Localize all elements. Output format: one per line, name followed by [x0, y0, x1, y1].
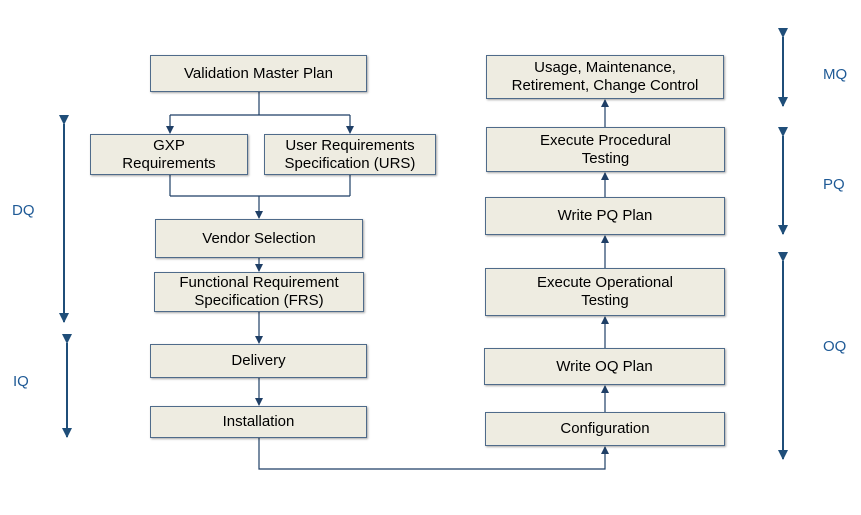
iq-label: IQ [13, 373, 29, 390]
dq-label: DQ [12, 202, 35, 219]
installation-box: Installation [150, 406, 367, 438]
usage-maintenance-box: Usage, Maintenance, Retirement, Change C… [486, 55, 724, 99]
delivery-box: Delivery [150, 344, 367, 378]
pq-label: PQ [823, 176, 845, 193]
validation-master-plan-box: Validation Master Plan [150, 55, 367, 92]
connector-installation-to-configuration [258, 438, 609, 470]
write-pq-plan-box: Write PQ Plan [485, 197, 725, 235]
urs-box: User Requirements Specification (URS) [264, 134, 436, 175]
execute-operational-testing-box: Execute Operational Testing [485, 268, 725, 316]
gxp-requirements-box: GXP Requirements [90, 134, 248, 175]
connector-vmp-to-requirements [166, 92, 354, 134]
frs-box: Functional Requirement Specification (FR… [154, 272, 364, 312]
execute-procedural-testing-box: Execute Procedural Testing [486, 127, 725, 172]
vendor-selection-box: Vendor Selection [155, 219, 363, 258]
write-oq-plan-box: Write OQ Plan [484, 348, 725, 385]
oq-label: OQ [823, 338, 847, 355]
connector-requirements-to-vendor [169, 175, 351, 219]
mq-label: MQ [823, 66, 848, 83]
configuration-box: Configuration [485, 412, 725, 446]
